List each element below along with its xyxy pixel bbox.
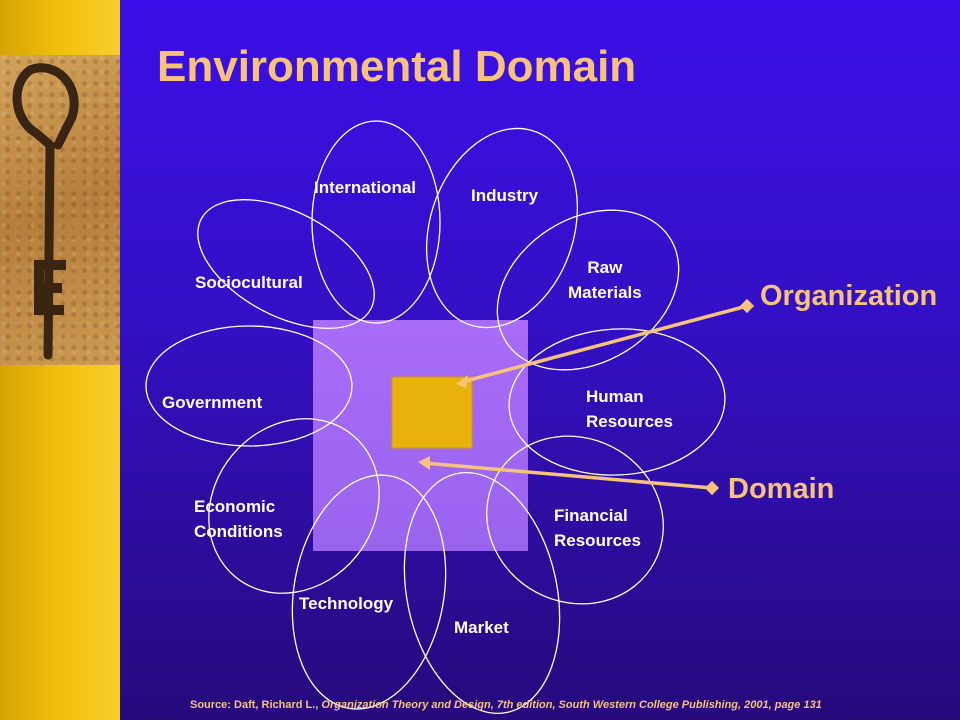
organization-callout: Organization bbox=[760, 280, 938, 312]
domain-arrow-line bbox=[423, 461, 713, 490]
petal-raw-materials bbox=[496, 209, 680, 371]
label-financial-resources: Financial Resources bbox=[554, 506, 641, 550]
petal-economic-conditions bbox=[208, 418, 380, 594]
source-citation: Source: Daft, Richard L., Organization T… bbox=[190, 699, 822, 711]
label-sociocultural: Sociocultural bbox=[195, 273, 303, 292]
label-human-resources: Human Resources bbox=[586, 387, 673, 431]
petal-market bbox=[403, 472, 561, 714]
petal-sociocultural bbox=[197, 199, 375, 329]
label-international: International bbox=[314, 178, 417, 197]
label-technology: Technology bbox=[299, 594, 394, 613]
petal-human-resources bbox=[508, 328, 726, 476]
label-raw-materials: Raw Materials bbox=[568, 258, 642, 302]
petal-government bbox=[145, 325, 353, 447]
petal-financial-resources bbox=[486, 435, 664, 605]
source-book: Organization Theory and Design, 7th edit… bbox=[321, 699, 822, 711]
petal-technology bbox=[291, 474, 447, 710]
organization-arrow-head bbox=[456, 375, 468, 388]
organization-arrow-line bbox=[461, 304, 748, 384]
label-market: Market bbox=[454, 618, 509, 637]
domain-callout: Domain bbox=[728, 473, 835, 505]
label-government: Government bbox=[162, 393, 263, 412]
domain-bullet-icon bbox=[704, 480, 720, 496]
label-economic-conditions: Economic Conditions bbox=[194, 497, 283, 541]
organization-square bbox=[391, 376, 473, 449]
petal-industry bbox=[425, 127, 579, 329]
key-photo bbox=[0, 55, 120, 365]
domain-arrow-head bbox=[418, 456, 430, 470]
key-icon bbox=[12, 63, 79, 360]
petal-international bbox=[311, 120, 441, 324]
source-prefix: Source: Daft, Richard L., bbox=[190, 699, 322, 711]
organization-bullet-icon bbox=[739, 298, 755, 314]
label-industry: Industry bbox=[471, 186, 539, 205]
page-title: Environmental Domain bbox=[157, 42, 637, 91]
